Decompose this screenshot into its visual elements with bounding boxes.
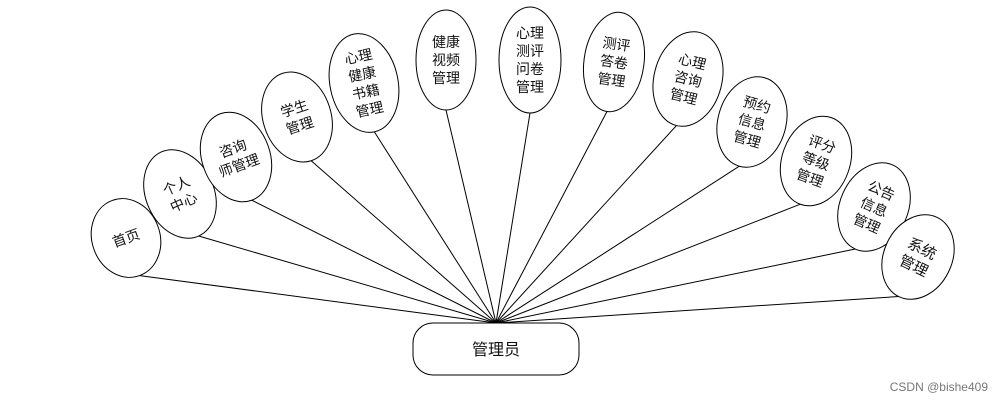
function-nodes: 首页个人中心咨询师管理学生管理心理健康书籍管理健康视频管理心理测评问卷管理测评答… xyxy=(90,6,955,300)
node-ellipse-home xyxy=(90,198,162,278)
node-label-line: 管理 xyxy=(668,86,699,108)
node-label-line: 咨询 xyxy=(672,69,703,91)
node-label-line: 测评 xyxy=(516,44,544,60)
connector-line-answer-sheet-management xyxy=(495,111,608,324)
node-ellipse-appointment-info-management xyxy=(716,76,788,168)
node-label-line: 书籍 xyxy=(351,81,382,103)
connector-line-psych-consult-management xyxy=(495,125,677,324)
node-label-line: 问卷 xyxy=(516,62,544,78)
node-ellipse-counselor-management xyxy=(199,111,273,203)
node-label-line: 管理 xyxy=(596,71,626,91)
connector-line-health-video-management xyxy=(445,109,497,324)
connector-line-rating-level-management xyxy=(495,203,801,324)
watermark-text: CSDN @bishe409 xyxy=(890,380,989,394)
node-label-line: 管理 xyxy=(354,100,385,121)
connector-line-notice-info-management xyxy=(495,248,856,324)
node-label-line: 预约 xyxy=(741,94,772,117)
connector-line-system-management xyxy=(495,296,899,324)
node-ellipse-answer-sheet-management xyxy=(582,11,646,113)
connector-line-personal-center xyxy=(198,235,497,324)
node-label-line: 管理 xyxy=(731,129,762,152)
node-ellipse-psych-books-management xyxy=(328,33,400,133)
node-ellipse-psych-consult-management xyxy=(652,31,724,127)
node-ellipse-system-management xyxy=(881,214,955,300)
node-label-line: 心理 xyxy=(516,26,544,42)
node-ellipse-health-video-management xyxy=(415,9,477,111)
connector-line-home xyxy=(139,275,497,324)
connector-line-student-management xyxy=(310,160,497,324)
node-label-line: 答卷 xyxy=(599,52,629,73)
connector-line-appointment-info-management xyxy=(495,165,740,324)
node-label-line: 测评 xyxy=(601,35,631,55)
connector-line-psych-books-management xyxy=(373,131,497,324)
connector-lines xyxy=(139,109,899,324)
root-node: 管理员 xyxy=(412,322,580,376)
root-node-label: 管理员 xyxy=(472,340,520,359)
node-ellipse-rating-level-management xyxy=(779,115,853,207)
node-label-line: 健康 xyxy=(432,34,460,51)
root-node-box xyxy=(412,322,580,376)
connector-line-counselor-management xyxy=(251,199,497,324)
node-label-line: 视频 xyxy=(432,53,460,69)
node-label-line: 心理 xyxy=(343,47,374,68)
connector-line-psych-questionnaire-management xyxy=(495,112,531,324)
node-home: 首页 xyxy=(90,198,162,278)
node-ellipse-psych-questionnaire-management xyxy=(498,6,562,114)
node-label-line: 健康 xyxy=(347,63,378,85)
node-label-line: 心理 xyxy=(677,51,708,73)
node-ellipse-student-management xyxy=(261,71,333,163)
node-label-line: 管理 xyxy=(516,80,544,96)
node-label-line: 管理 xyxy=(432,71,460,87)
